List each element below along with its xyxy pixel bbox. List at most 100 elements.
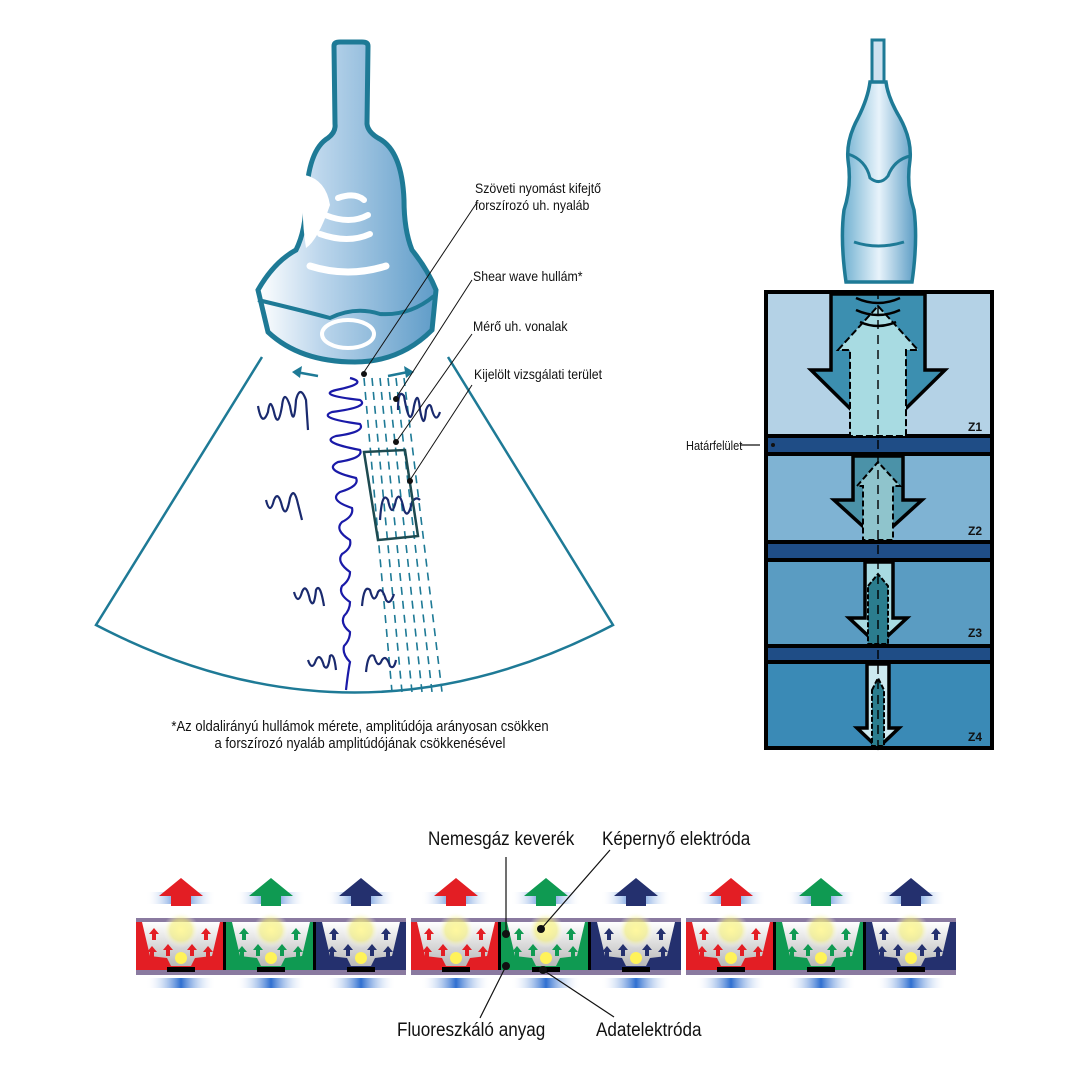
emission-arrow-icon <box>709 878 753 906</box>
uv-arrow-icon <box>713 944 723 956</box>
discharge-glow <box>618 912 654 948</box>
label-interface: Határfelület <box>686 439 743 453</box>
plasma-cell <box>776 878 869 988</box>
uv-arrow-icon <box>147 946 157 958</box>
discharge-glow <box>713 912 749 948</box>
uv-arrow-icon <box>291 928 301 940</box>
address-electrode <box>717 967 745 972</box>
discharge-point <box>355 952 367 964</box>
emission-arrow-icon <box>799 878 843 906</box>
light-band <box>786 978 856 988</box>
uv-arrow-icon <box>438 944 448 956</box>
discharge-glow <box>893 912 929 948</box>
plasma-cell <box>316 878 406 988</box>
uv-arrow-icon <box>367 944 377 956</box>
uv-arrow-icon <box>933 946 943 958</box>
address-electrode <box>442 967 470 972</box>
emission-arrow-icon <box>434 878 478 906</box>
light-band <box>696 978 766 988</box>
discharge-point <box>905 952 917 964</box>
interface-1 <box>768 438 990 452</box>
uv-arrow-icon <box>552 944 562 956</box>
light-band <box>601 978 671 988</box>
label-shear-wave: Shear wave hullám* <box>473 268 583 284</box>
interface-2 <box>768 544 990 558</box>
label-noble-gas: Nemesgáz keverék <box>428 829 575 850</box>
uv-arrow-icon <box>163 944 173 956</box>
light-band <box>236 978 306 988</box>
uv-arrow-icon <box>879 928 889 940</box>
uv-arrow-icon <box>656 928 666 940</box>
uv-arrow-icon <box>642 944 652 956</box>
uv-arrow-icon <box>512 946 522 958</box>
discharge-glow <box>253 912 289 948</box>
discharge-glow <box>343 912 379 948</box>
address-electrode <box>347 967 375 972</box>
ultrasound-probe-icon <box>255 39 439 365</box>
zone-label-z4: Z4 <box>968 730 983 744</box>
uv-arrow-icon <box>203 946 213 958</box>
discharge-point <box>450 952 462 964</box>
discharge-glow <box>803 912 839 948</box>
tracking-lines <box>363 377 443 693</box>
uv-arrow-icon <box>604 928 614 940</box>
uv-arrow-icon <box>422 946 432 958</box>
uv-arrow-icon <box>381 928 391 940</box>
data-electrode-layer <box>686 970 956 975</box>
uv-arrow-icon <box>239 928 249 940</box>
uv-arrow-icon <box>383 946 393 958</box>
uv-arrow-icon <box>293 946 303 958</box>
footnote-line-1: *Az oldalirányú hullámok mérete, amplitú… <box>171 719 549 735</box>
discharge-point <box>725 952 737 964</box>
address-electrode <box>167 967 195 972</box>
plasma-cell <box>501 878 594 988</box>
discharge-point <box>815 952 827 964</box>
plasma-cell <box>866 878 956 988</box>
light-band <box>876 978 946 988</box>
address-electrode <box>897 967 925 972</box>
uv-arrow-icon <box>253 944 263 956</box>
uv-arrow-icon <box>462 944 472 956</box>
uv-arrow-icon <box>566 928 576 940</box>
push-beam-wave <box>326 376 364 691</box>
uv-arrow-icon <box>329 928 339 940</box>
plasma-cell <box>686 878 779 988</box>
uv-arrow-icon <box>343 944 353 956</box>
emission-arrow-icon <box>524 878 568 906</box>
uv-arrow-icon <box>602 946 612 958</box>
uv-arrow-icon <box>917 944 927 956</box>
uv-arrow-icon <box>618 944 628 956</box>
attenuation-diagram <box>740 38 994 751</box>
plasma-leaders <box>479 849 615 1019</box>
uv-arrow-icon <box>827 944 837 956</box>
uv-arrow-icon <box>568 946 578 958</box>
plasma-cell <box>136 878 229 988</box>
address-electrode <box>622 967 650 972</box>
zone-label-z3: Z3 <box>968 626 983 640</box>
discharge-point <box>540 952 552 964</box>
uv-arrow-icon <box>699 928 709 940</box>
uv-arrow-icon <box>327 946 337 958</box>
zone-label-z2: Z2 <box>968 524 983 538</box>
uv-arrow-icon <box>476 928 486 940</box>
discharge-point <box>265 952 277 964</box>
uv-arrow-icon <box>187 944 197 956</box>
discharge-glow <box>528 912 564 948</box>
emission-arrow-icon <box>889 878 933 906</box>
plasma-cell <box>591 878 681 988</box>
label-data-electrode: Adatelektróda <box>596 1020 702 1041</box>
uv-arrow-icon <box>237 946 247 958</box>
linear-probe-icon <box>840 38 918 284</box>
light-band <box>511 978 581 988</box>
uv-arrow-icon <box>803 944 813 956</box>
label-tracking-lines: Mérő uh. vonalak <box>473 318 568 334</box>
label-roi: Kijelölt vizsgálati terület <box>474 366 603 382</box>
emission-arrow-icon <box>159 878 203 906</box>
uv-arrow-icon <box>751 928 761 940</box>
plasma-diagram <box>136 878 956 988</box>
sector-scan-fan <box>94 356 615 694</box>
emission-arrow-icon <box>614 878 658 906</box>
emission-arrow-icon <box>339 878 383 906</box>
discharge-glow <box>163 912 199 948</box>
